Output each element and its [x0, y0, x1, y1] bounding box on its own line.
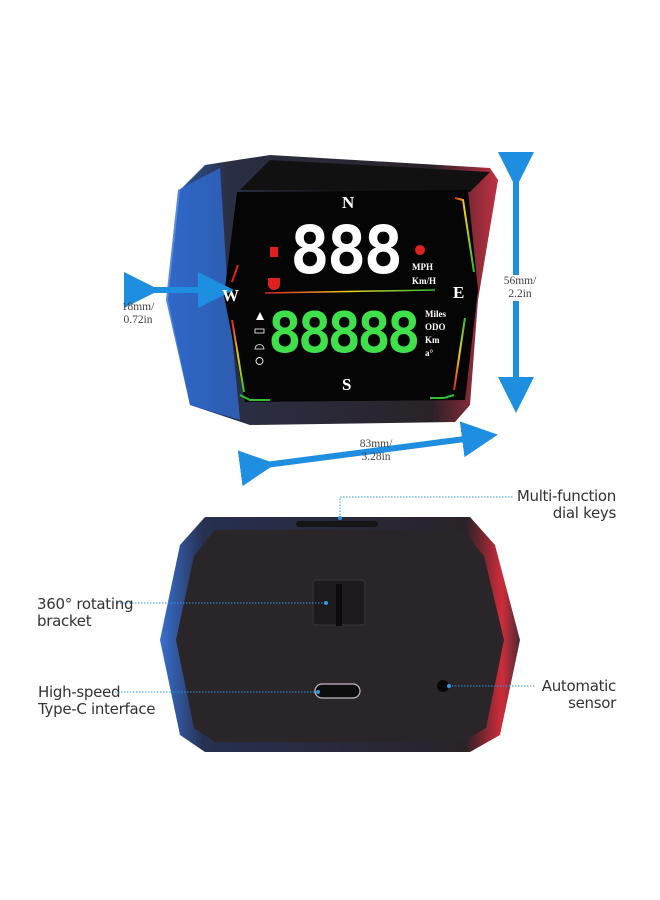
callout-dial-keys: Multi-function dial keys	[517, 488, 616, 522]
width-mm: 83mm/	[359, 438, 393, 450]
display-screen	[224, 190, 478, 402]
unit-kmh: Km/H	[412, 276, 436, 286]
speedometer-icon	[254, 344, 265, 350]
back-device	[160, 517, 520, 752]
sensor-line1: Automatic	[541, 677, 617, 695]
width-label: 83mm/ 3.28in	[350, 438, 402, 464]
depth-in: 0.72in	[123, 314, 153, 326]
dial-keys-line1: Multi-function	[516, 487, 616, 505]
width-arrow	[237, 421, 498, 487]
overspeed-alert-icon	[415, 245, 425, 255]
unit-degree: a°	[425, 348, 434, 358]
callout-bracket: 360° rotating bracket	[37, 596, 133, 630]
compass-east: E	[453, 283, 465, 302]
compass-north: N	[342, 193, 355, 212]
width-in: 3.28in	[361, 451, 391, 463]
depth-mm: 18mm/	[121, 301, 155, 313]
sensor-line2: sensor	[568, 694, 616, 712]
unit-mph: MPH	[412, 262, 433, 272]
height-label: 56mm/ 2.2in	[494, 275, 546, 301]
depth-label: 18mm/ 0.72in	[112, 301, 164, 327]
dial-key	[296, 521, 378, 527]
altitude-icon	[256, 312, 264, 320]
clock-icon	[255, 357, 264, 365]
unit-miles: Miles	[425, 309, 446, 319]
callout-type-c: High-speed Type-C interface	[38, 683, 156, 718]
type-c-line2: Type-C interface	[38, 700, 156, 718]
unit-km: Km	[425, 335, 440, 345]
divider-line	[264, 289, 436, 294]
compass-south: S	[342, 375, 352, 394]
coffee-cup-icon	[268, 278, 280, 290]
bracket-line2: bracket	[37, 612, 92, 630]
light-sensor	[437, 680, 449, 692]
ab-trip-icon	[254, 328, 265, 334]
speed-readout: 888	[290, 212, 403, 289]
type-c-port	[314, 683, 361, 699]
odometer-readout: 88888	[268, 301, 421, 366]
callout-lines	[103, 496, 535, 693]
front-device	[166, 155, 498, 425]
type-c-line1: High-speed	[38, 683, 121, 701]
callout-sensor: Automatic sensor	[541, 677, 617, 712]
height-in: 2.2in	[508, 288, 532, 300]
dial-keys-line2: dial keys	[552, 504, 617, 522]
bracket-line1: 360° rotating	[37, 595, 134, 613]
compass-west: W	[222, 286, 239, 305]
unit-odo: ODO	[425, 322, 446, 332]
sun-visor	[240, 160, 490, 192]
fatigue-driver-icon	[270, 247, 278, 257]
height-mm: 56mm/	[503, 275, 537, 287]
